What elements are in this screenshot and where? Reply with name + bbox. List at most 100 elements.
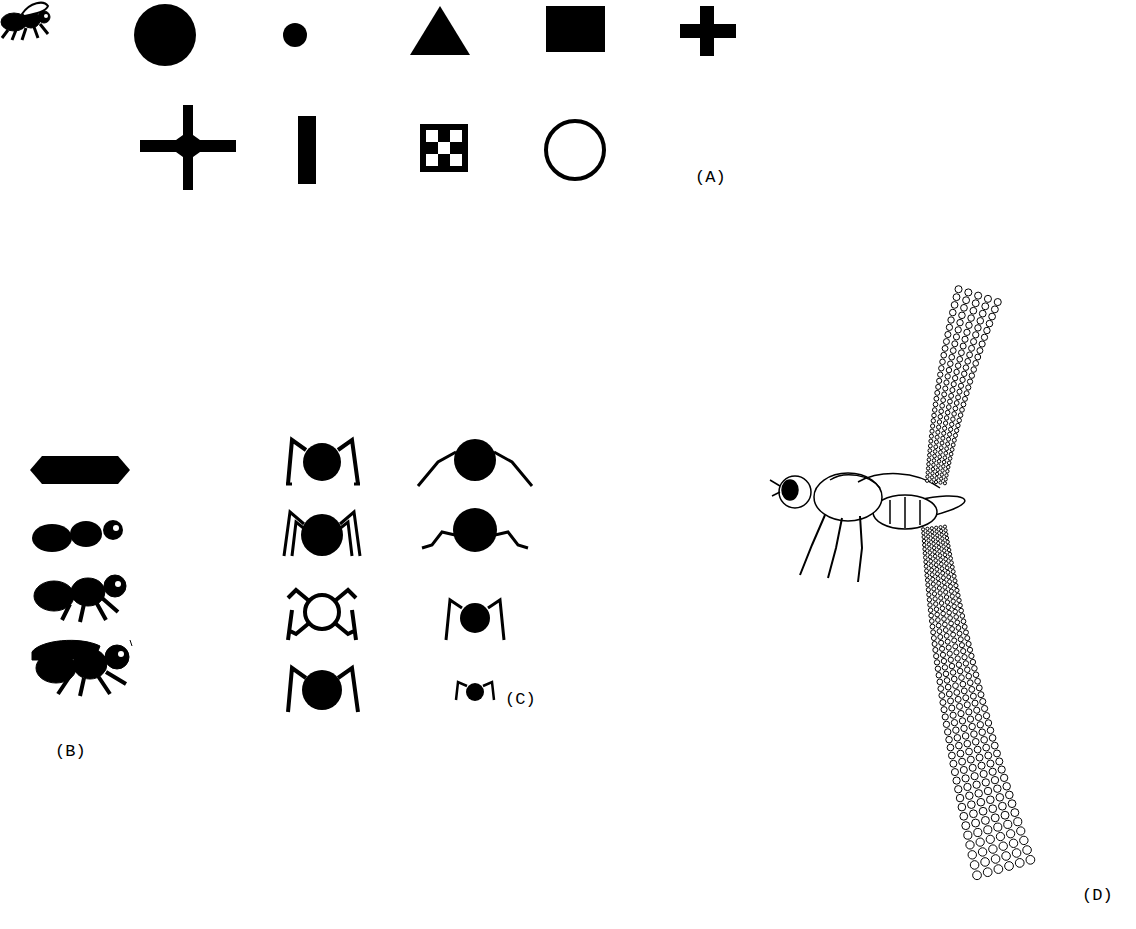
wing-dot (986, 320, 993, 327)
wing-dot (941, 398, 946, 403)
wing-dot (951, 676, 957, 682)
wing-dot (934, 445, 938, 449)
wing-dot (1011, 809, 1019, 817)
wing-dot (952, 412, 957, 417)
wing-dot (934, 660, 939, 665)
wing-dot (951, 769, 958, 776)
wing-dot (981, 334, 987, 340)
wing-dot (955, 696, 961, 702)
wing-dot (975, 678, 981, 684)
wing-dot (950, 594, 954, 598)
wing-dot (1002, 852, 1011, 861)
wing-dot (973, 672, 979, 678)
wing-dot (930, 568, 934, 572)
wing-dot (965, 667, 971, 673)
wing-dot (936, 430, 940, 434)
wing-dot (959, 758, 966, 765)
wing-dot (976, 754, 983, 761)
wing-dot (926, 475, 929, 478)
wing-dot (958, 413, 963, 418)
wing-dot (944, 478, 947, 481)
wing-dot (953, 334, 959, 340)
wing-dot (933, 647, 938, 652)
wing-dot (946, 470, 949, 473)
wing-dot (945, 639, 950, 644)
wing-dot (954, 690, 960, 696)
wing-dot (924, 560, 928, 564)
wing-dot (949, 427, 953, 431)
wing-dot (945, 331, 951, 337)
wing-dot (950, 712, 956, 718)
wing-dot (924, 564, 928, 568)
wing-dot (996, 832, 1004, 840)
wing-dot (928, 547, 932, 551)
wing-dot (937, 464, 941, 468)
wing-dot (942, 580, 946, 584)
wing-dot (973, 871, 982, 880)
wing-dot (948, 698, 954, 704)
wing-dot (931, 630, 936, 635)
wing-dot (928, 603, 932, 607)
wing-dot (964, 329, 970, 335)
wing-dot (939, 529, 942, 532)
wing-dot (931, 467, 934, 470)
wing-dot (938, 686, 944, 692)
wing-dot (954, 369, 959, 374)
wing-dot (975, 325, 981, 331)
wing-dot (957, 319, 963, 325)
wing-dot (940, 533, 943, 536)
wing-dot (928, 555, 932, 559)
wing-dot (957, 750, 964, 757)
wing-dot (962, 822, 970, 830)
wing-dot (951, 599, 955, 603)
wing-dot (959, 718, 965, 724)
wing-dot (946, 645, 951, 650)
wing-dot (1005, 862, 1014, 871)
wing-dot (933, 550, 937, 554)
wing-dot (960, 343, 966, 349)
wing-dot (944, 416, 948, 420)
wing-dot (943, 456, 947, 460)
wing-dot (947, 432, 951, 436)
wing-dot (955, 620, 960, 625)
wing-dot (935, 435, 939, 439)
wing-dot (991, 776, 998, 783)
wing-dot (934, 440, 938, 444)
wing-dot (957, 418, 961, 422)
wing-dot (942, 665, 947, 670)
wing-dot (930, 429, 934, 433)
wing-dot (926, 471, 929, 474)
wing-dot (950, 627, 955, 632)
wing-dot (983, 744, 990, 751)
bar-hexagon (30, 456, 130, 484)
wing-dot (939, 366, 944, 371)
wing-dot (972, 300, 979, 307)
spider-shape (446, 600, 504, 640)
wing-dot (948, 552, 952, 556)
wing-dot (974, 746, 981, 753)
wing-dot (933, 597, 937, 601)
wing-dot (996, 794, 1004, 802)
wing-dot (927, 462, 931, 466)
wing-dot (944, 595, 948, 599)
wing-dot (954, 615, 959, 620)
wing-dot (958, 710, 964, 716)
wing-dot (944, 590, 948, 594)
wing-dot (943, 426, 947, 430)
wing-dot (951, 632, 956, 637)
wing-dot (934, 602, 938, 606)
wing-dot (937, 679, 943, 685)
wing-dot (979, 310, 986, 317)
wing-dot (946, 540, 949, 543)
wing-dot (961, 649, 966, 654)
wing-dot (950, 448, 954, 452)
wing-dot (943, 721, 949, 727)
wing-dot (970, 659, 975, 664)
wing-dot (956, 703, 962, 709)
wing-dot (1020, 836, 1028, 844)
wing-dot (959, 312, 966, 319)
wing-dot (939, 450, 943, 454)
wing-dot (962, 775, 969, 782)
wing-dot (940, 700, 946, 706)
